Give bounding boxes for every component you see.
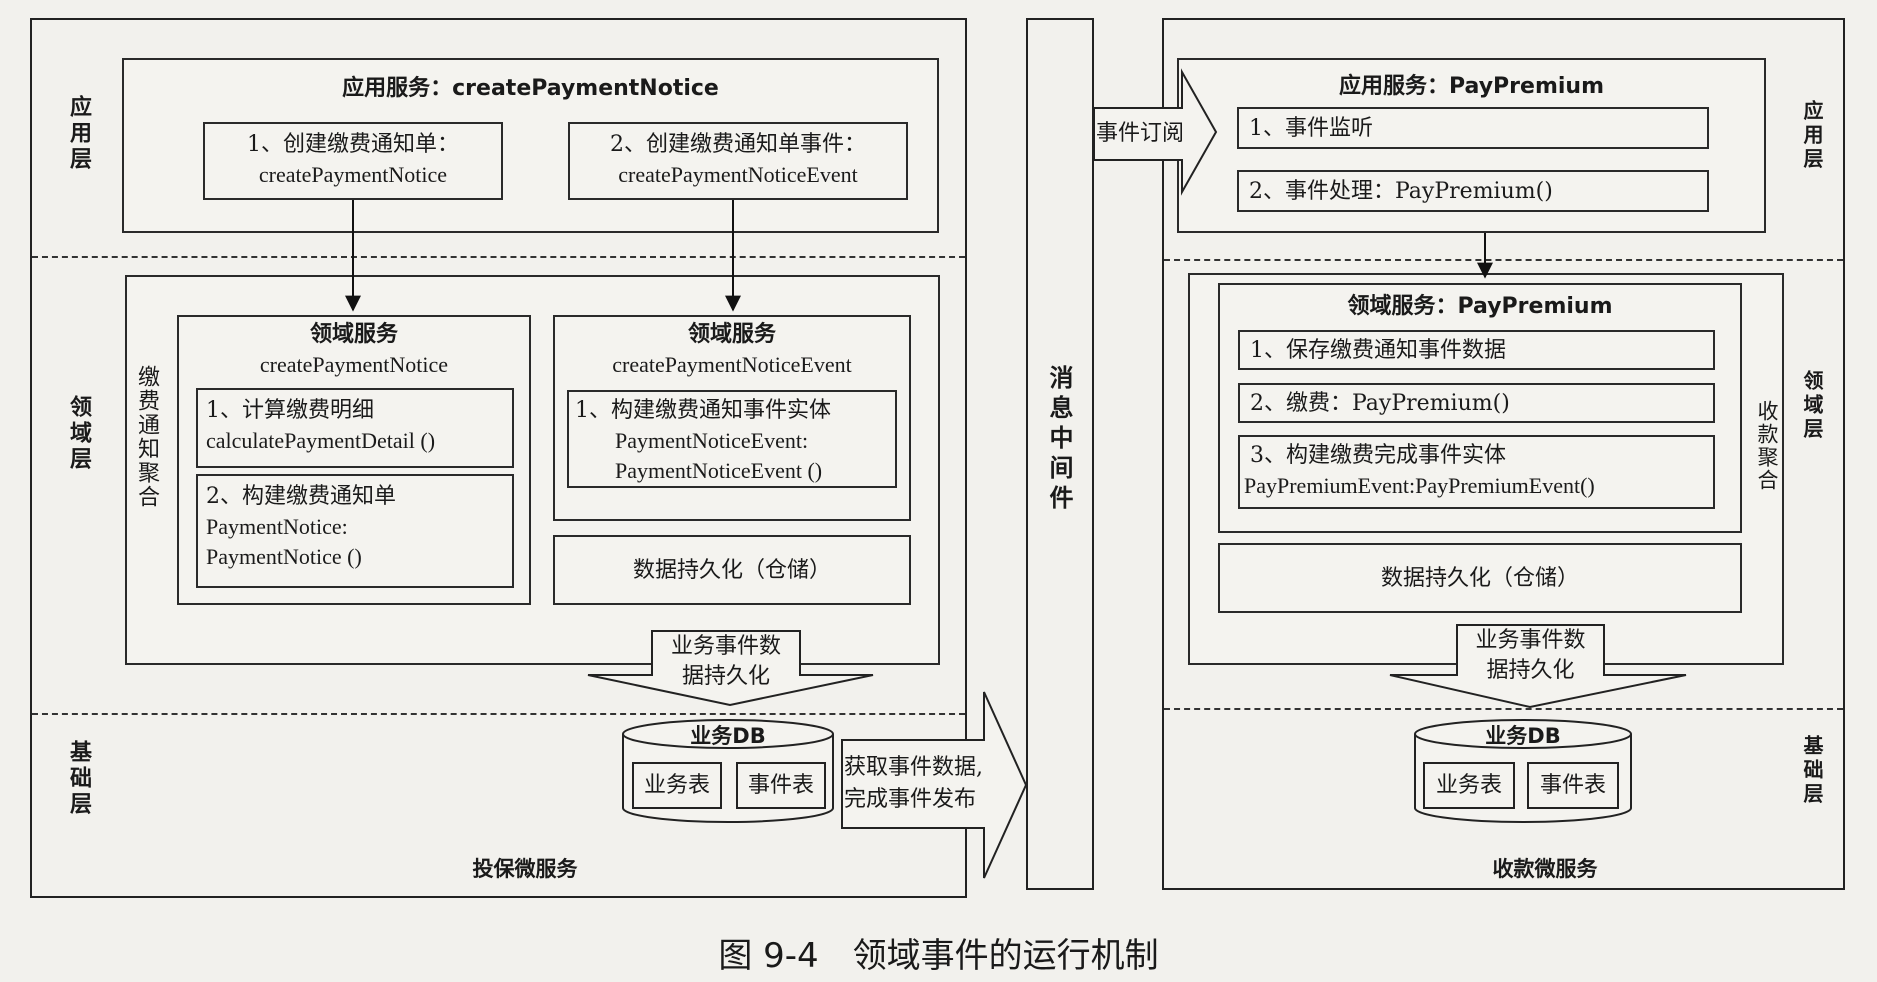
left-domain-item-2-line1: 2、构建缴费通知单 <box>206 484 396 509</box>
left-db-table-2: 事件表 <box>747 773 814 798</box>
right-domain-layer-label: 领域层 <box>1800 370 1824 442</box>
left-persist-arrow-line2: 据持久化 <box>681 664 770 689</box>
right-microservice-frame <box>1162 18 1845 890</box>
left-domain-layer-label: 领域层 <box>66 395 91 473</box>
right-service-name: 收款微服务 <box>1492 857 1598 881</box>
left-domain-2-item-1-line1: 1、构建缴费通知事件实体 <box>575 398 831 423</box>
right-infra-layer-label: 基础层 <box>1800 735 1824 807</box>
left-persist-arrow-line1: 业务事件数 <box>670 634 781 659</box>
left-domain-item-2-line3: PaymentNotice () <box>206 544 362 569</box>
left-persistence-box: 数据持久化（仓储） <box>553 535 911 605</box>
left-domain-service-1-title: 领域服务 createPaymentNotice <box>177 320 531 380</box>
left-db-table-1-box <box>632 762 722 809</box>
left-db-table-2-box <box>736 762 826 809</box>
publish-arrow-line2: 完成事件发布 <box>844 787 977 812</box>
subscribe-block-arrow <box>1093 68 1218 196</box>
left-app-domain-divider <box>32 256 965 258</box>
left-app-step-2-line1: 2、创建缴费通知单事件： <box>610 132 866 157</box>
left-app-step-2-line2: createPaymentNoticeEvent <box>618 162 858 187</box>
right-domain-item-3-line1: 3、构建缴费完成事件实体 <box>1250 443 1506 468</box>
right-domain-infra-divider <box>1164 708 1843 710</box>
left-app-step-2: 2、创建缴费通知单事件： createPaymentNoticeEvent <box>568 122 908 200</box>
left-domain-service-2-title-line1: 领域服务 <box>687 322 776 347</box>
publish-block-arrow <box>841 691 1028 879</box>
left-app-step-1: 1、创建缴费通知单： createPaymentNotice <box>203 122 503 200</box>
left-service-name: 投保微服务 <box>472 857 578 881</box>
message-middleware-bar <box>1026 18 1094 890</box>
left-domain-infra-divider <box>32 713 965 715</box>
left-domain-2-item-1: 1、构建缴费通知事件实体 PaymentNoticeEvent: Payment… <box>567 390 897 488</box>
right-db-title: 业务DB <box>1485 724 1561 748</box>
left-db-table-1: 业务表 <box>643 773 710 798</box>
left-domain-item-2: 2、构建缴费通知单 PaymentNotice: PaymentNotice (… <box>196 474 514 588</box>
subscribe-arrow-label: 事件订阅 <box>1096 121 1185 146</box>
right-domain-item-2: 2、缴费：PayPremium() <box>1238 383 1715 423</box>
publish-arrow-line1: 获取事件数据, <box>844 755 983 780</box>
right-aggregate-label: 收款聚合 <box>1755 400 1779 492</box>
right-persistence-box: 数据持久化（仓储） <box>1218 543 1742 613</box>
left-domain-item-2-line2: PaymentNotice: <box>206 514 348 539</box>
publish-arrow-label: 获取事件数据, 完成事件发布 <box>844 752 1004 816</box>
right-domain-service-title: 领域服务：PayPremium <box>1347 294 1613 319</box>
left-domain-2-item-1-line2: PaymentNoticeEvent: <box>615 428 809 453</box>
figure-caption: 图 9-4 领域事件的运行机制 <box>718 936 1159 976</box>
right-persist-arrow-line1: 业务事件数 <box>1475 628 1586 653</box>
right-app-layer-label: 应用层 <box>1800 100 1824 172</box>
left-app-service-title: 应用服务：createPaymentNotice <box>342 76 719 101</box>
right-domain-item-1: 1、保存缴费通知事件数据 <box>1238 330 1715 370</box>
right-persist-arrow-line2: 据持久化 <box>1486 658 1575 683</box>
right-db-table-2: 事件表 <box>1539 773 1606 798</box>
right-app-step-1: 1、事件监听 <box>1237 107 1709 149</box>
right-app-service-title: 应用服务：PayPremium <box>1339 74 1604 99</box>
left-persist-arrow-label: 业务事件数 据持久化 <box>652 632 800 692</box>
right-db-table-2-box <box>1527 762 1619 809</box>
right-domain-item-3-line2: PayPremiumEvent:PayPremiumEvent() <box>1244 473 1595 498</box>
left-domain-item-1-line2: calculatePaymentDetail () <box>206 428 436 453</box>
right-db-table-1: 业务表 <box>1435 773 1502 798</box>
left-domain-service-2-title: 领域服务 createPaymentNoticeEvent <box>553 320 911 380</box>
left-microservice-frame <box>30 18 967 898</box>
right-persist-arrow-label: 业务事件数 据持久化 <box>1457 626 1604 686</box>
right-persist-block-arrow <box>1389 624 1687 709</box>
right-db-table-1-box <box>1423 762 1515 809</box>
left-db-title: 业务DB <box>690 724 766 748</box>
message-middleware-label: 消息中间件 <box>1045 365 1073 515</box>
right-db-cylinder <box>1414 719 1632 823</box>
left-domain-item-1-line1: 1、计算缴费明细 <box>206 398 374 423</box>
left-domain-service-1-title-line1: 领域服务 <box>309 322 398 347</box>
left-db-cylinder <box>622 719 834 823</box>
left-domain-service-2-title-line2: createPaymentNoticeEvent <box>612 352 852 377</box>
left-aggregate-label: 缴费通知聚合 <box>134 365 159 509</box>
left-domain-item-1: 1、计算缴费明细 calculatePaymentDetail () <box>196 388 514 468</box>
left-app-step-1-line1: 1、创建缴费通知单： <box>247 132 459 157</box>
right-app-step-2: 2、事件处理：PayPremium() <box>1237 170 1709 212</box>
left-persist-block-arrow <box>587 630 874 707</box>
left-domain-service-1-title-line2: createPaymentNotice <box>259 352 449 377</box>
left-domain-2-item-1-line3: PaymentNoticeEvent () <box>615 458 823 483</box>
right-app-domain-divider <box>1164 259 1843 261</box>
left-app-step-1-line2: createPaymentNotice <box>258 162 448 187</box>
left-app-layer-label: 应用层 <box>66 95 91 173</box>
left-infra-layer-label: 基础层 <box>66 740 91 818</box>
right-domain-item-3: 3、构建缴费完成事件实体 PayPremiumEvent:PayPremiumE… <box>1238 435 1715 509</box>
